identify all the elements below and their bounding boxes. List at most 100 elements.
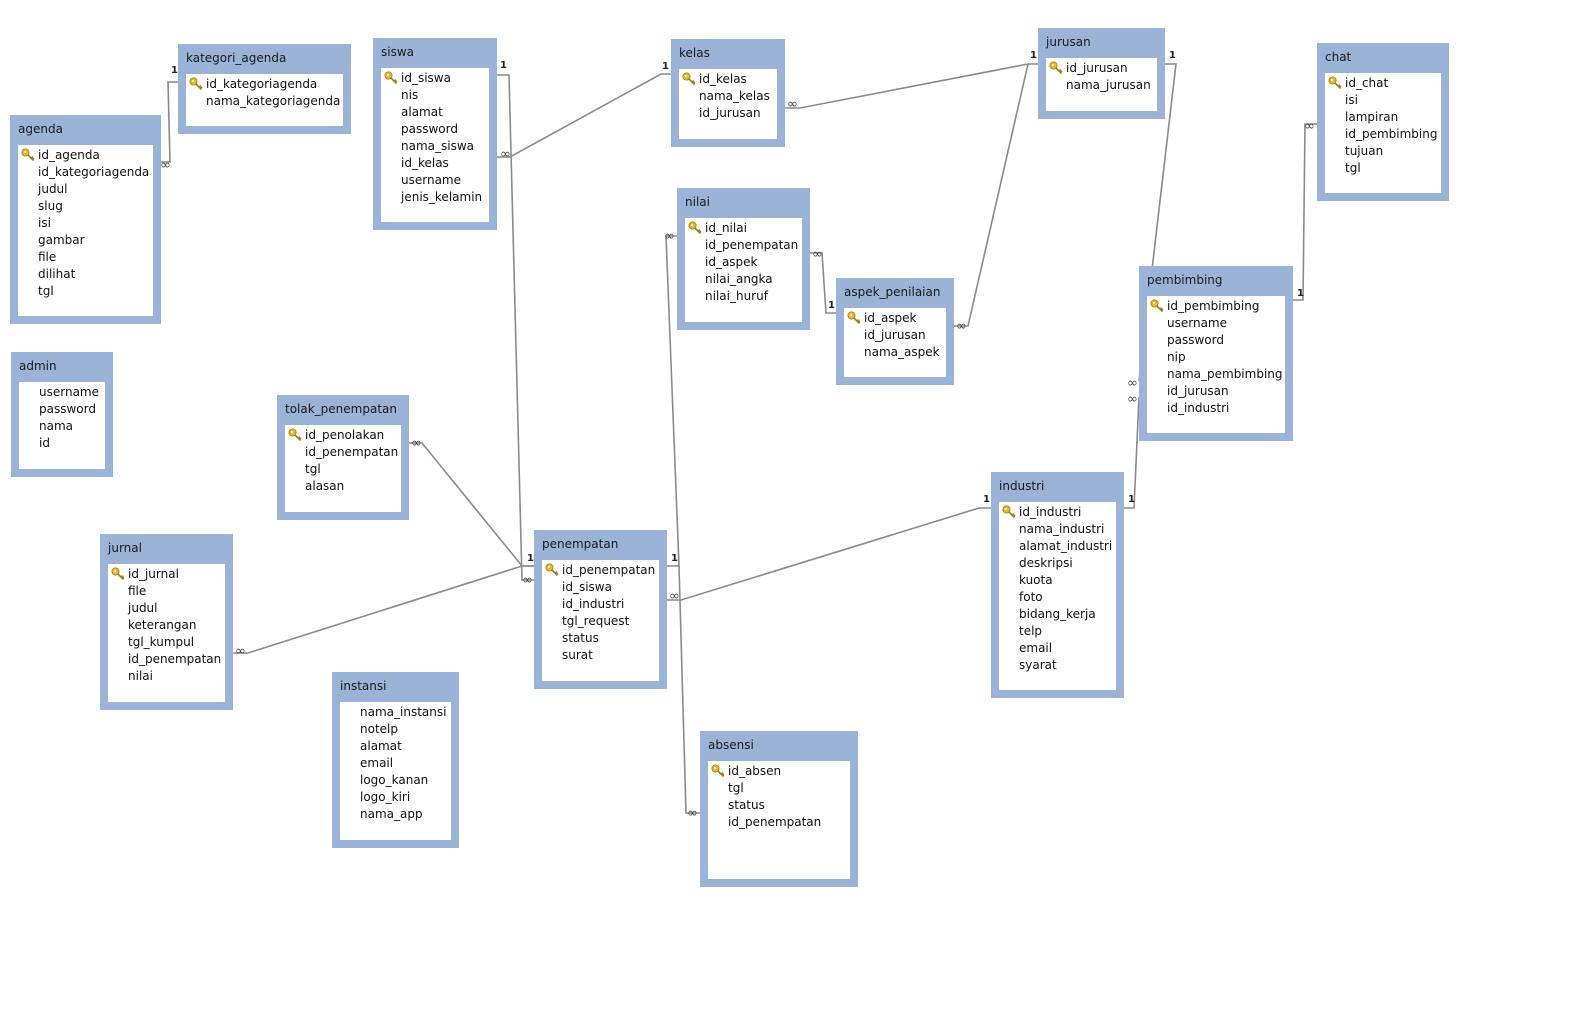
field[interactable]: isi [18,215,51,232]
field[interactable]: password [381,121,458,138]
field[interactable]: keterangan [108,617,196,634]
field[interactable]: nilai_huruf [685,288,768,305]
field[interactable]: nama_siswa [381,138,474,155]
relationship-line[interactable] [667,507,991,601]
field[interactable]: isi [1325,92,1358,109]
field[interactable]: deskripsi [999,555,1073,572]
primary-key-field[interactable]: id_nilai [685,220,747,237]
primary-key-field[interactable]: id_jurusan [1046,60,1128,77]
field[interactable]: nilai_angka [685,271,773,288]
field[interactable]: logo_kanan [340,772,428,789]
relationship-line[interactable] [810,252,836,314]
primary-key-field[interactable]: id_industri [999,504,1081,521]
field[interactable]: id_jurusan [1147,383,1229,400]
field[interactable]: nama_app [340,806,423,823]
primary-key-field[interactable]: id_jurnal [108,566,179,583]
primary-key-field[interactable]: id_chat [1325,75,1388,92]
relationship-line[interactable] [954,63,1029,327]
field[interactable]: nama [19,418,73,435]
relationship-line[interactable] [665,235,680,567]
field[interactable]: nama_kelas [679,88,770,105]
field[interactable]: id_industri [542,596,624,613]
field[interactable]: alamat [340,738,402,755]
field[interactable]: id_jurusan [679,105,761,122]
field[interactable]: nama_jurusan [1046,77,1151,94]
field[interactable]: telp [999,623,1042,640]
primary-key-field[interactable]: id_absen [708,763,781,780]
field[interactable]: tgl [1325,160,1361,177]
primary-key-field[interactable]: id_penolakan [285,427,384,444]
relationship-line[interactable] [497,74,534,581]
primary-key-field[interactable]: id_kategoriagenda [186,76,317,93]
field[interactable]: alasan [285,478,344,495]
field[interactable]: id_kategoriagenda [18,164,149,181]
field[interactable]: tgl_kumpul [108,634,194,651]
field[interactable]: lampiran [1325,109,1398,126]
relationship-line[interactable] [409,442,534,567]
relationship-line[interactable] [785,63,1038,109]
primary-key-field[interactable]: id_penempatan [542,562,655,579]
field[interactable]: dilihat [18,266,75,283]
field[interactable]: status [708,797,765,814]
field[interactable]: jenis_kelamin [381,189,482,206]
field[interactable]: kuota [999,572,1053,589]
field[interactable]: nama_pembimbing [1147,366,1283,383]
field[interactable]: nama_kategoriagenda [186,93,340,110]
field[interactable]: logo_kiri [340,789,410,806]
field[interactable]: tgl [708,780,744,797]
field[interactable]: surat [542,647,593,664]
field[interactable]: nilai [108,668,153,685]
field[interactable]: tgl_request [542,613,629,630]
field[interactable]: alamat_industri [999,538,1112,555]
field[interactable]: id_penempatan [685,237,798,254]
field[interactable]: id_penempatan [285,444,398,461]
field[interactable]: nis [381,87,418,104]
field[interactable]: username [1147,315,1227,332]
primary-key-field[interactable]: id_aspek [844,310,917,327]
field[interactable]: tgl [285,461,321,478]
field[interactable]: id [19,435,50,452]
field[interactable]: id_pembimbing [1325,126,1437,143]
relationship-line[interactable] [497,73,671,158]
field[interactable]: file [108,583,146,600]
field[interactable]: judul [108,600,158,617]
field[interactable]: tujuan [1325,143,1383,160]
field[interactable]: file [18,249,56,266]
field[interactable]: nip [1147,349,1186,366]
field[interactable]: email [340,755,393,772]
primary-key-field[interactable]: id_kelas [679,71,747,88]
relationship-line[interactable] [1293,123,1317,301]
field[interactable]: id_penempatan [708,814,821,831]
field[interactable]: id_jurusan [844,327,926,344]
primary-key-field[interactable]: id_pembimbing [1147,298,1259,315]
field[interactable]: foto [999,589,1043,606]
field[interactable]: alamat [381,104,443,121]
field[interactable]: bidang_kerja [999,606,1096,623]
field[interactable]: email [999,640,1052,657]
field[interactable]: judul [18,181,68,198]
field[interactable]: nama_aspek [844,344,940,361]
field[interactable]: gambar [18,232,85,249]
relationship-line[interactable] [161,81,178,163]
field[interactable]: id_penempatan [108,651,221,668]
field[interactable]: notelp [340,721,398,738]
primary-key-field[interactable]: id_agenda [18,147,100,164]
field[interactable]: tgl [18,283,54,300]
field[interactable]: nama_industri [999,521,1104,538]
field[interactable]: status [542,630,599,647]
